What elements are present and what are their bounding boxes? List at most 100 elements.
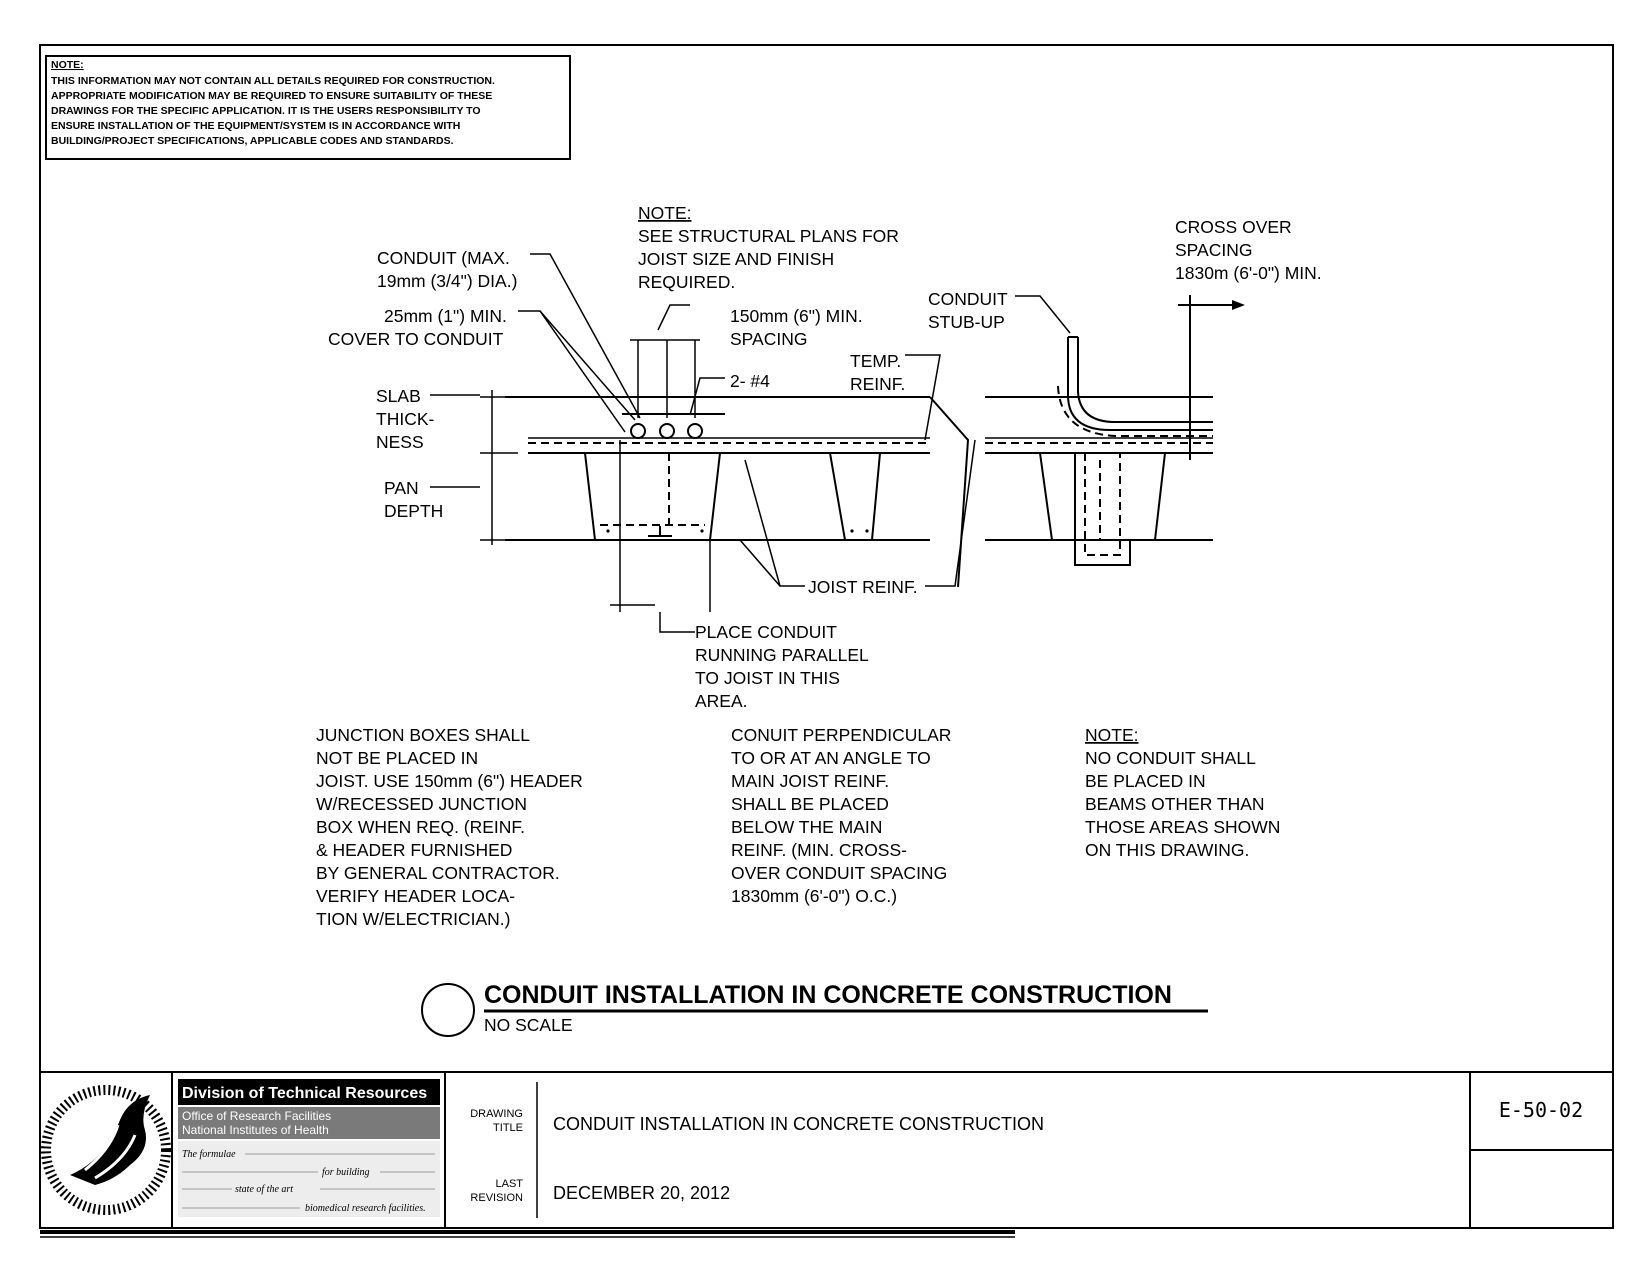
joist-1-left-face — [584, 452, 596, 541]
leader-spacing — [657, 304, 690, 331]
note-structural-line: SEE STRUCTURAL PLANS FOR — [638, 226, 899, 246]
org-name: Division of Technical Resources — [182, 1085, 427, 1102]
note-perpendicular-line: REINF. (MIN. CROSS- — [731, 840, 907, 860]
label-cross-over: 1830m (6'-0") MIN. — [1175, 263, 1322, 283]
header-recess-outline — [1074, 453, 1131, 566]
slab-section — [430, 253, 1245, 633]
joist-bar-dot — [606, 529, 610, 533]
note-junction-line: NOT BE PLACED IN — [316, 748, 478, 768]
note-perpendicular-line: 1830mm (6'-0") O.C.) — [731, 886, 897, 906]
tagline-text: biomedical research facilities. — [305, 1203, 426, 1214]
note-junction-line: TION W/ELECTRICIAN.) — [316, 909, 510, 929]
note-beams-line: BE PLACED IN — [1085, 771, 1206, 791]
stub-up-conduit-dashed — [1057, 385, 1213, 437]
hhs-eagle — [70, 1095, 150, 1185]
conduit-circle — [630, 423, 646, 439]
stub-up-conduit-inner — [1077, 337, 1213, 423]
note-beams-line: THOSE AREAS SHOWN — [1085, 817, 1280, 837]
last-revision-label: REVISION — [470, 1192, 523, 1204]
tagline-text: The formulae — [182, 1149, 236, 1160]
stub-up-conduit-outer — [1067, 337, 1213, 431]
cross-over-arrowhead — [1232, 300, 1245, 310]
general-note-line: DRAWINGS FOR THE SPECIFIC APPLICATION. I… — [51, 105, 481, 117]
sheet-border — [39, 44, 1614, 1229]
note-perpendicular: CONUIT PERPENDICULAR TO OR AT AN ANGLE T… — [731, 725, 951, 906]
note-structural-heading: NOTE: — [638, 203, 691, 223]
general-note-frame — [45, 55, 571, 160]
hhs-eagle-detail — [84, 1124, 120, 1172]
detail-bubble — [421, 983, 475, 1037]
label-bars: 2- #4 — [730, 371, 770, 391]
org-sub-bar — [178, 1107, 440, 1139]
hhs-eagle-detail — [94, 1134, 137, 1180]
label-slab: THICK- — [376, 409, 435, 429]
note-structural: NOTE: SEE STRUCTURAL PLANS FOR JOIST SIZ… — [638, 203, 899, 292]
label-joist-reinf: JOIST REINF. — [808, 577, 918, 597]
label-place-conduit: PLACE CONDUIT — [695, 622, 837, 642]
leader-cover-1 — [518, 310, 626, 433]
label-temp-reinf: TEMP. — [850, 351, 901, 371]
label-temp-reinf: REINF. — [850, 374, 905, 394]
leader-joist-reinf-2 — [744, 459, 781, 587]
general-note-line: APPROPRIATE MODIFICATION MAY BE REQUIRED… — [51, 90, 492, 102]
joist-bar-dot — [850, 529, 854, 533]
general-note-line: THIS INFORMATION MAY NOT CONTAIN ALL DET… — [51, 75, 495, 87]
drawing-title-value: CONDUIT INSTALLATION IN CONCRETE CONSTRU… — [553, 1114, 1044, 1134]
label-pan: PAN — [384, 478, 419, 498]
joist-bar-dot — [700, 529, 704, 533]
leader-conduit-max — [530, 253, 641, 419]
detail-scale: NO SCALE — [484, 1015, 573, 1035]
note-beams-line: BEAMS OTHER THAN — [1085, 794, 1265, 814]
note-junction-boxes: JUNCTION BOXES SHALL NOT BE PLACED IN JO… — [316, 725, 583, 929]
label-conduit-max: CONDUIT (MAX. — [377, 248, 510, 268]
leader-cover-2 — [539, 310, 636, 421]
tagline-text: state of the art — [235, 1184, 293, 1195]
org-institute: National Institutes of Health — [182, 1123, 329, 1137]
hhs-logo — [41, 1085, 171, 1215]
note-beams-heading: NOTE: — [1085, 725, 1138, 745]
joist-1-right-face — [709, 452, 721, 541]
note-junction-line: JOIST. USE 150mm (6") HEADER — [316, 771, 583, 791]
note-beams: NOTE: NO CONDUIT SHALL BE PLACED IN BEAM… — [1085, 725, 1280, 860]
label-place-conduit: TO JOIST IN THIS — [695, 668, 840, 688]
leader-place-conduit — [659, 612, 695, 633]
joist-bar-dot — [865, 529, 869, 533]
label-cover: COVER TO CONDUIT — [328, 329, 504, 349]
joist-4-right-face — [1154, 452, 1166, 541]
note-beams-line: NO CONDUIT SHALL — [1085, 748, 1256, 768]
general-note-box: NOTE: THIS INFORMATION MAY NOT CONTAIN A… — [45, 55, 571, 160]
general-note-line: ENSURE INSTALLATION OF THE EQUIPMENT/SYS… — [51, 120, 460, 132]
label-cover: 25mm (1") MIN. — [384, 306, 507, 326]
label-cross-over: CROSS OVER — [1175, 217, 1292, 237]
note-structural-line: JOIST SIZE AND FINISH — [638, 249, 834, 269]
leader-joist-reinf-3 — [925, 439, 976, 587]
detail-title: CONDUIT INSTALLATION IN CONCRETE CONSTRU… — [421, 981, 1208, 1037]
leader-bars — [689, 377, 725, 416]
header-recess-dashed — [1084, 453, 1121, 556]
note-perpendicular-line: BELOW THE MAIN — [731, 817, 882, 837]
last-revision-label: LAST — [495, 1178, 523, 1190]
label-spacing: SPACING — [730, 329, 807, 349]
general-note-heading: NOTE: — [51, 59, 84, 71]
note-junction-line: JUNCTION BOXES SHALL — [316, 725, 530, 745]
label-cross-over: SPACING — [1175, 240, 1252, 260]
note-beams-line: ON THIS DRAWING. — [1085, 840, 1249, 860]
label-place-conduit: AREA. — [695, 691, 748, 711]
label-slab: NESS — [376, 432, 424, 452]
sheet-number: E-50-02 — [1499, 1098, 1583, 1122]
leader-stub-up — [1015, 295, 1071, 334]
note-junction-line: BY GENERAL CONTRACTOR. — [316, 863, 560, 883]
note-perpendicular-line: MAIN JOIST REINF. — [731, 771, 889, 791]
note-perpendicular-line: CONUIT PERPENDICULAR — [731, 725, 951, 745]
last-revision-value: DECEMBER 20, 2012 — [553, 1183, 730, 1203]
note-junction-line: BOX WHEN REQ. (REINF. — [316, 817, 525, 837]
label-pan: DEPTH — [384, 501, 443, 521]
joist-2-left-face — [829, 452, 846, 541]
org-office: Office of Research Facilities — [182, 1109, 331, 1123]
title-block: Division of Technical Resources Office o… — [41, 1072, 1613, 1228]
org-header-bar — [178, 1079, 440, 1105]
label-conduit-max: 19mm (3/4") DIA.) — [377, 271, 517, 291]
leader-joist-reinf-1 — [739, 539, 805, 587]
label-place-conduit: RUNNING PARALLEL — [695, 645, 869, 665]
